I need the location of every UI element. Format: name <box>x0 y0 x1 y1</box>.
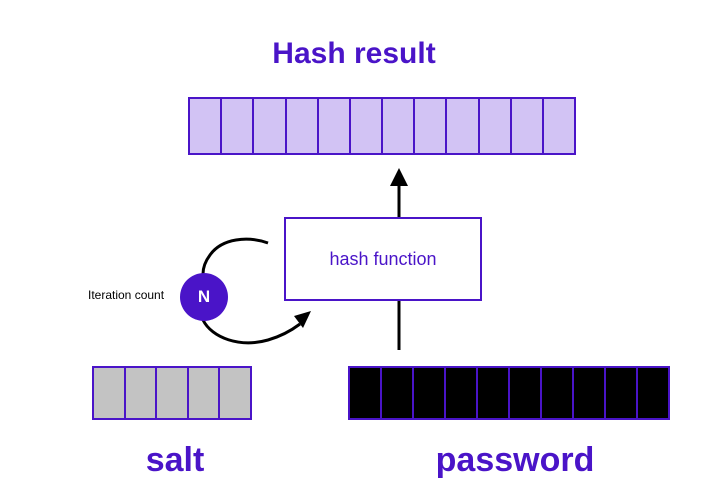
hash-result-cell <box>479 99 512 153</box>
hash-result-cell <box>543 99 575 153</box>
password-bar <box>348 366 670 420</box>
password-cell <box>382 368 414 418</box>
salt-cell <box>94 368 126 418</box>
salt-label: salt <box>145 441 205 479</box>
hash-result-cell <box>511 99 544 153</box>
hash-result-cell <box>383 99 416 153</box>
iteration-loop-top <box>201 237 269 275</box>
password-cell <box>542 368 574 418</box>
iteration-count-label: Iteration count <box>88 288 165 302</box>
iteration-node-label: N <box>197 287 211 306</box>
hash-result-cell <box>318 99 351 153</box>
password-cell <box>606 368 638 418</box>
hash-result-cell <box>286 99 319 153</box>
iteration-loop-arrowhead <box>294 311 311 328</box>
salt-bar <box>92 366 252 420</box>
hash-function-label: hash function <box>329 248 437 269</box>
hash-result-cell <box>254 99 287 153</box>
iteration-loop-bottom <box>201 319 301 345</box>
password-label: password <box>435 441 595 479</box>
salt-cell <box>188 368 221 418</box>
hash-result-bar <box>188 97 576 155</box>
hash-result-cell <box>190 99 223 153</box>
salt-cell <box>220 368 250 418</box>
salt-cell <box>125 368 158 418</box>
password-cell <box>414 368 446 418</box>
hash-to-result-arrowhead <box>390 168 408 186</box>
password-cell <box>638 368 668 418</box>
password-cell <box>350 368 382 418</box>
password-cell <box>478 368 510 418</box>
hash-result-title: Hash result <box>272 37 436 70</box>
hash-result-cell <box>415 99 448 153</box>
hash-result-cell <box>447 99 480 153</box>
password-cell <box>510 368 542 418</box>
iteration-node: N <box>180 273 228 321</box>
password-cell <box>574 368 606 418</box>
salt-cell <box>157 368 189 418</box>
hash-result-cell <box>222 99 255 153</box>
password-cell <box>446 368 478 418</box>
hash-function-box: hash function <box>284 217 482 301</box>
hash-result-cell <box>350 99 384 153</box>
